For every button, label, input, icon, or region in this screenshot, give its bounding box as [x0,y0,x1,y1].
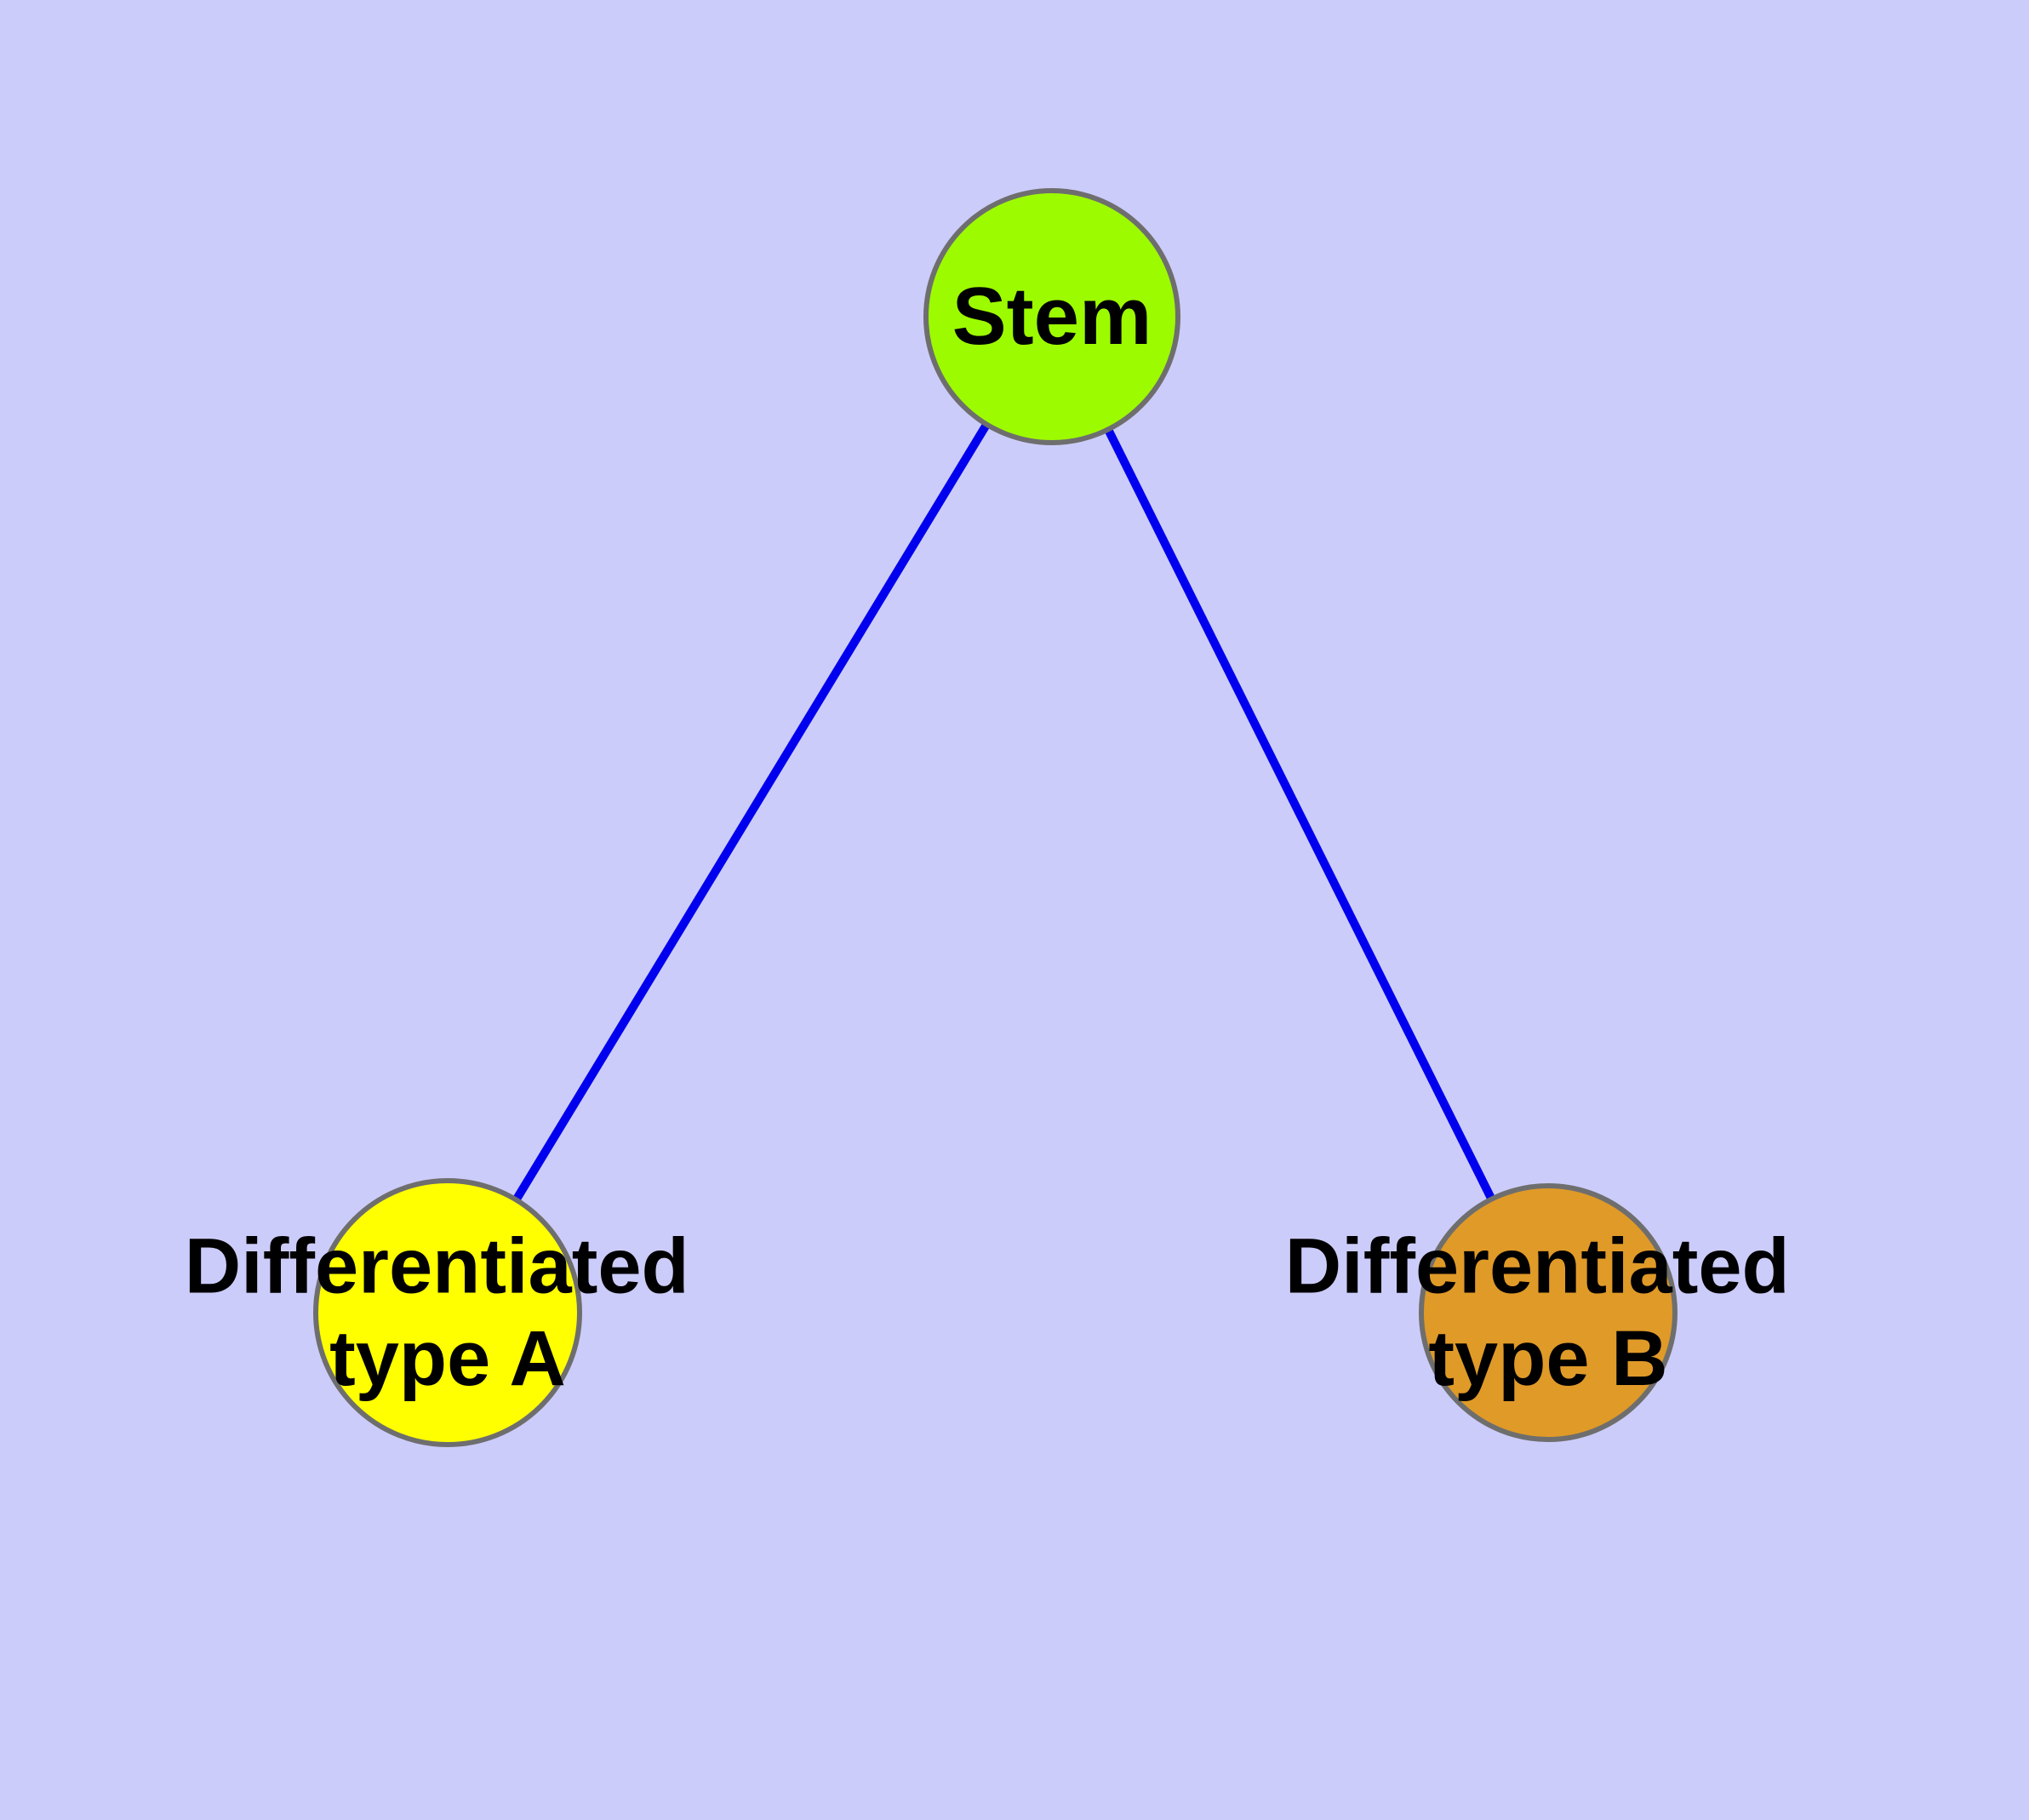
node-differentiated-type-b-circle[interactable] [1419,1183,1677,1442]
node-differentiated-type-a[interactable]: Differentiated type A [185,1178,712,1447]
node-differentiated-type-b[interactable]: Differentiated type B [1285,1183,1812,1442]
node-layer: Stem Differentiated type A Differentiate… [185,188,1812,1447]
edge-stem-to-differentiated-type-a[interactable] [511,419,992,1205]
node-differentiated-type-b-label-line-2: type B [1428,1315,1667,1402]
node-differentiated-type-a-label-line-1: Differentiated [185,1223,689,1310]
node-stem-label: Stem [952,272,1152,363]
node-differentiated-type-b-label-line-1: Differentiated [1285,1223,1790,1310]
node-differentiated-type-b-label: Differentiated type B [1285,1217,1812,1402]
node-stem[interactable]: Stem [923,188,1180,445]
node-stem-circle[interactable] [923,188,1180,445]
edge-stem-to-differentiated-type-b[interactable] [1102,424,1497,1205]
node-differentiated-type-a-circle[interactable] [313,1178,582,1447]
edge-layer [511,419,1497,1205]
node-differentiated-type-a-label-line-2: type A [329,1315,566,1402]
node-stem-label-line-1: Stem [952,272,1152,363]
node-differentiated-type-a-label: Differentiated type A [185,1217,712,1402]
